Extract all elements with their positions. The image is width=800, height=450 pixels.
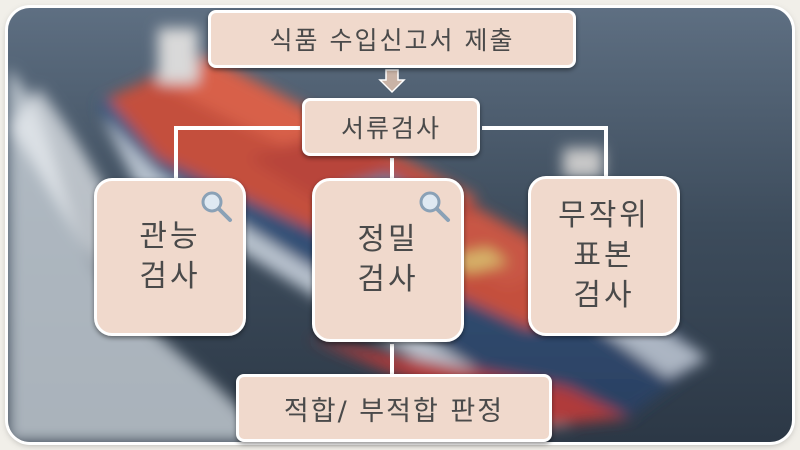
magnifier-icon [419,191,450,222]
conformity-judgment-label: 적합/ 부적합 판정 [283,395,505,427]
sensory-inspection-box: 관능 검사 [94,178,246,336]
sensory-inspection-label: 관능 검사 [139,219,201,294]
random-sample-inspection-label: 무작위 표본 검사 [558,198,650,313]
conformity-judgment-box: 적합/ 부적합 판정 [236,374,552,442]
precision-inspection-box: 정밀 검사 [312,178,464,342]
import-declaration-submit-box: 식품 수입신고서 제출 [208,10,576,68]
magnifier-icon [201,191,232,222]
document-inspection-box: 서류검사 [302,98,480,156]
precision-inspection-label: 정밀 검사 [357,222,419,297]
random-sample-inspection-box: 무작위 표본 검사 [528,176,680,336]
document-inspection-label: 서류검사 [340,114,441,143]
import-declaration-submit-label: 식품 수입신고서 제출 [269,26,515,55]
